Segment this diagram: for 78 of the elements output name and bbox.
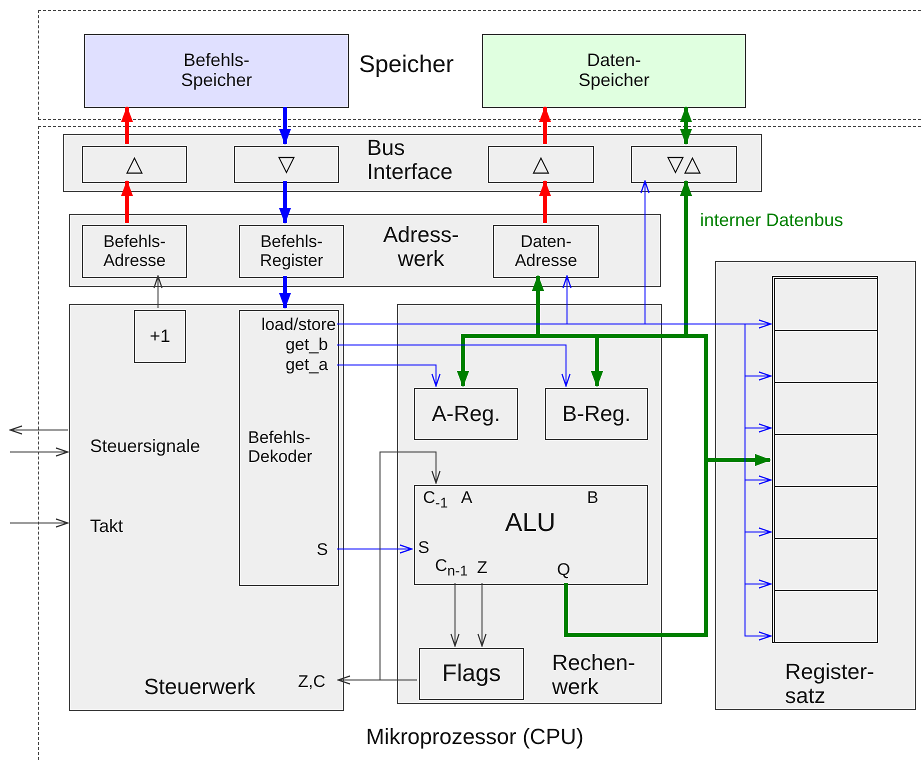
block-box bbox=[493, 225, 599, 278]
port-label: Q bbox=[557, 561, 570, 580]
arrow bbox=[539, 180, 551, 223]
arrow bbox=[153, 275, 163, 308]
block-box bbox=[414, 388, 518, 440]
arrow bbox=[336, 544, 413, 554]
port-label: B bbox=[587, 489, 598, 508]
port-label: Z bbox=[477, 559, 488, 578]
block-box bbox=[134, 310, 186, 363]
port-label: load/store bbox=[261, 316, 336, 335]
block-label: △ bbox=[126, 152, 143, 177]
register-stack bbox=[772, 276, 878, 643]
block-box bbox=[239, 225, 344, 278]
unit-panel bbox=[397, 304, 662, 704]
arrow bbox=[279, 276, 291, 309]
block-label: Daten- Adresse bbox=[514, 232, 578, 270]
register-cell bbox=[774, 278, 878, 331]
arrow bbox=[279, 181, 291, 224]
port-label: get_b bbox=[285, 336, 328, 355]
arrow bbox=[336, 364, 441, 387]
block-label: Flags bbox=[442, 660, 501, 688]
arrow bbox=[121, 106, 133, 144]
arrow bbox=[380, 452, 441, 680]
block-box bbox=[84, 34, 349, 108]
block-label: A-Reg. bbox=[432, 402, 500, 426]
block-box bbox=[82, 146, 187, 183]
unit-panel bbox=[63, 134, 762, 192]
arrow bbox=[539, 106, 551, 144]
arrow bbox=[279, 107, 291, 145]
unit-panel bbox=[69, 214, 661, 287]
block-label: ▽△ bbox=[667, 152, 701, 177]
port-label: get_a bbox=[285, 356, 328, 375]
block-label: Befehls- Adresse bbox=[102, 232, 167, 270]
block-box bbox=[414, 485, 648, 585]
block-label: Befehls- Register bbox=[258, 232, 324, 270]
unit-title: Mikroprozessor (CPU) bbox=[366, 725, 584, 749]
dashed-frame bbox=[38, 10, 921, 120]
block-label: Daten- Speicher bbox=[577, 51, 651, 91]
block-label: B-Reg. bbox=[562, 402, 631, 426]
port-label: S bbox=[316, 541, 328, 560]
port-label: C$_{n-1}$ bbox=[435, 557, 468, 580]
block-box bbox=[488, 146, 594, 183]
unit-title: Steuerwerk bbox=[144, 675, 256, 699]
unit-title: Rechen- werk bbox=[552, 651, 636, 698]
block-label: +1 bbox=[150, 326, 170, 346]
block-box bbox=[234, 146, 339, 183]
block-label: Befehls- Speicher bbox=[180, 51, 254, 91]
arrow bbox=[10, 518, 69, 528]
block-box bbox=[482, 34, 746, 108]
block-label: ALU bbox=[505, 508, 556, 537]
block-box bbox=[419, 648, 524, 700]
unit-panel bbox=[69, 304, 344, 711]
block-label: ▽ bbox=[278, 152, 295, 177]
arrow bbox=[450, 582, 460, 647]
arrow bbox=[336, 344, 571, 387]
arrow bbox=[9, 425, 68, 435]
dashed-frame bbox=[38, 126, 921, 760]
unit-panel bbox=[715, 261, 916, 710]
arrow bbox=[477, 582, 487, 647]
port-label: C$_{-1}$ bbox=[423, 489, 448, 512]
block-box bbox=[631, 146, 737, 183]
unit-title: Adress- werk bbox=[382, 223, 460, 270]
signal-label: Z,C bbox=[296, 670, 340, 694]
unit-title: Register- satz bbox=[785, 660, 876, 708]
signal-label: Steuersignale bbox=[70, 426, 230, 466]
port-label: Befehls- Dekoder bbox=[248, 429, 314, 466]
port-label: A bbox=[461, 489, 472, 508]
block-box bbox=[82, 225, 187, 278]
port-label: S bbox=[418, 539, 430, 558]
arrow bbox=[10, 447, 69, 457]
unit-title: Speicher bbox=[359, 52, 454, 78]
block-box bbox=[545, 388, 648, 440]
signal-label: Takt bbox=[70, 512, 140, 540]
arrow bbox=[121, 180, 133, 223]
block-label: △ bbox=[532, 152, 550, 177]
unit-title: Bus Interface bbox=[367, 136, 454, 184]
block-box bbox=[239, 310, 339, 586]
double-arrow bbox=[680, 106, 692, 145]
